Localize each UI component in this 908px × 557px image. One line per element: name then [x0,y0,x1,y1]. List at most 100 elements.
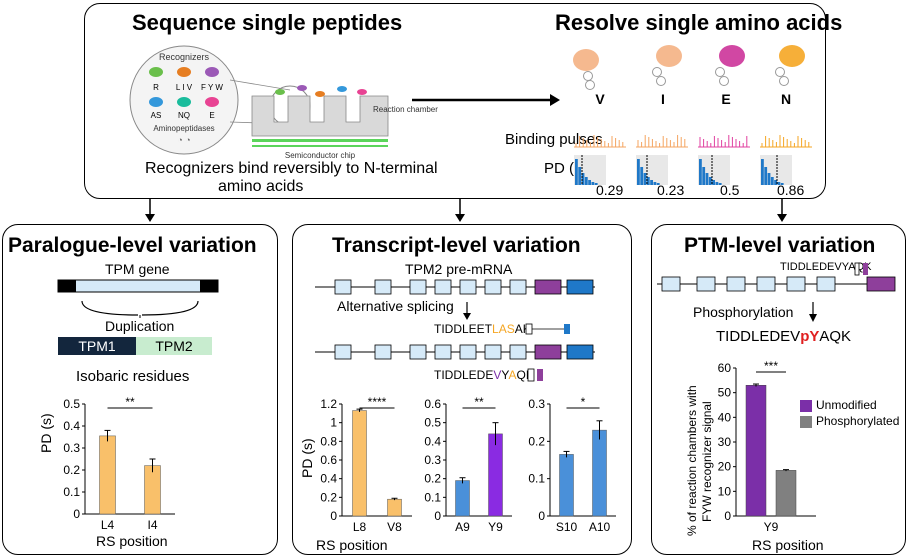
right-title: Resolve single amino acids [555,10,843,35]
exon [434,279,452,295]
spliced-peptide-2: TIDDLEDEVYAQK [434,368,534,382]
pd-value-i: 0.23 [657,182,685,198]
y-tick-label: 0.1 [424,490,441,504]
exon-purple [866,276,896,292]
recognizer-group-as: AS [151,111,162,120]
x-tick-label: Y9 [488,520,503,534]
bar-y9 [488,433,503,517]
tpm2-box: TPM2 [136,337,212,355]
pd-histogram-bar [761,159,764,185]
bar-s10 [559,454,574,517]
x-tick-label: L4 [101,518,115,532]
ptm-ylabel-1: % of reaction chambers with [685,385,699,536]
splicing-label: Alternative splicing [337,298,454,314]
exon [484,344,502,360]
reaction-chamber-label: Reaction chamber [373,105,438,114]
residue-label-v: V [595,91,605,107]
recognizer-group-liv: L I V [176,83,193,92]
recognizer-blob [779,45,805,67]
phospho-arrow [809,302,817,322]
legend-phosphorylated: Phosphorylated [800,414,899,428]
residue-label-n: N [781,91,791,107]
y-tick-label: 0.2 [320,490,337,504]
significance-label: ** [125,395,135,409]
pd-histogram-bar [705,173,709,185]
y-tick-label: 0.4 [424,434,441,448]
pd-histogram-bar [594,183,598,185]
aminopeptidase-icons: ◔ ◔ [177,135,190,145]
bead [715,67,725,77]
exon [334,279,352,295]
x-tick-label: A9 [455,520,470,534]
pd-histogram-bar [578,167,582,185]
y-tick-label: 0.2 [63,463,80,477]
pd-histogram-bar [770,177,774,185]
residue-label-i: I [661,91,665,107]
x-tick-label: Y9 [764,520,779,534]
bar-a10 [592,429,607,517]
y-tick-label: 1 [330,416,337,430]
y-tick-label: 40 [718,410,732,424]
spliced-peptide-1: TIDDLEETLASAK [434,322,531,336]
alt-exon [534,344,562,360]
pd-histogram-bar [715,182,719,185]
process-arrow [412,94,560,106]
pd-histogram-bar [650,180,653,185]
recognizers-label: Recognizers [159,52,210,62]
exon-blue [566,279,594,295]
transcript-ylabel: PD (s) [299,438,315,478]
caption-line2: amino acids [218,178,304,195]
pd-histogram-bar [581,173,585,185]
connector-arrows [145,198,787,222]
ptm-xlabel: RS position [752,537,824,553]
legend-phosphorylated-swatch [800,415,812,428]
bead [583,71,593,81]
recognizer-blob [719,45,745,67]
aminopeptidases-label: Aminopeptidases [153,124,214,133]
y-tick-label: 0.5 [424,416,441,430]
exon [786,276,806,292]
y-tick-label: 0.2 [528,434,545,448]
pulse-traces [574,135,812,185]
pd-histogram-bar [637,159,640,185]
exon [409,279,427,295]
exon [661,276,681,292]
bead [779,76,789,86]
bar-l4 [99,435,116,515]
recognizer-icons [149,67,219,107]
paralogue-xlabel: RS position [96,533,168,549]
y-tick-label: 0 [538,509,545,523]
bead [656,76,666,86]
left-title: Sequence single peptides [132,10,403,35]
pd-histogram-bar [767,173,771,185]
significance-label: ** [474,395,484,409]
x-tick-label: S10 [556,520,578,534]
pd-histogram-bar [640,167,644,185]
semiconductor-chip [251,85,389,147]
y-tick-label: 0.4 [320,472,337,486]
exon [374,279,392,295]
exon [509,344,527,360]
paralogue-panel [2,224,278,555]
duplication-label: Duplication [103,318,177,334]
pd-histogram-bar [780,183,784,185]
ptm-gene-diagram [657,262,896,292]
premrna-diagram [315,279,595,295]
sequencing-illustration: Recognizers R L I V F Y W AS NQ E Aminop… [129,45,438,160]
pd-histogram-bar [588,180,591,185]
pd-histogram-bar [764,167,768,185]
bar-i4 [144,465,161,515]
ptm-title: PTM-level variation [684,234,876,257]
exon [334,344,352,360]
bar-l8 [352,410,367,517]
pd-histogram-bar [591,182,595,185]
residue-label-e: E [721,91,730,107]
exon [509,279,527,295]
pd-histogram-bar [774,180,777,185]
recognizer-group-r: R [153,83,159,92]
